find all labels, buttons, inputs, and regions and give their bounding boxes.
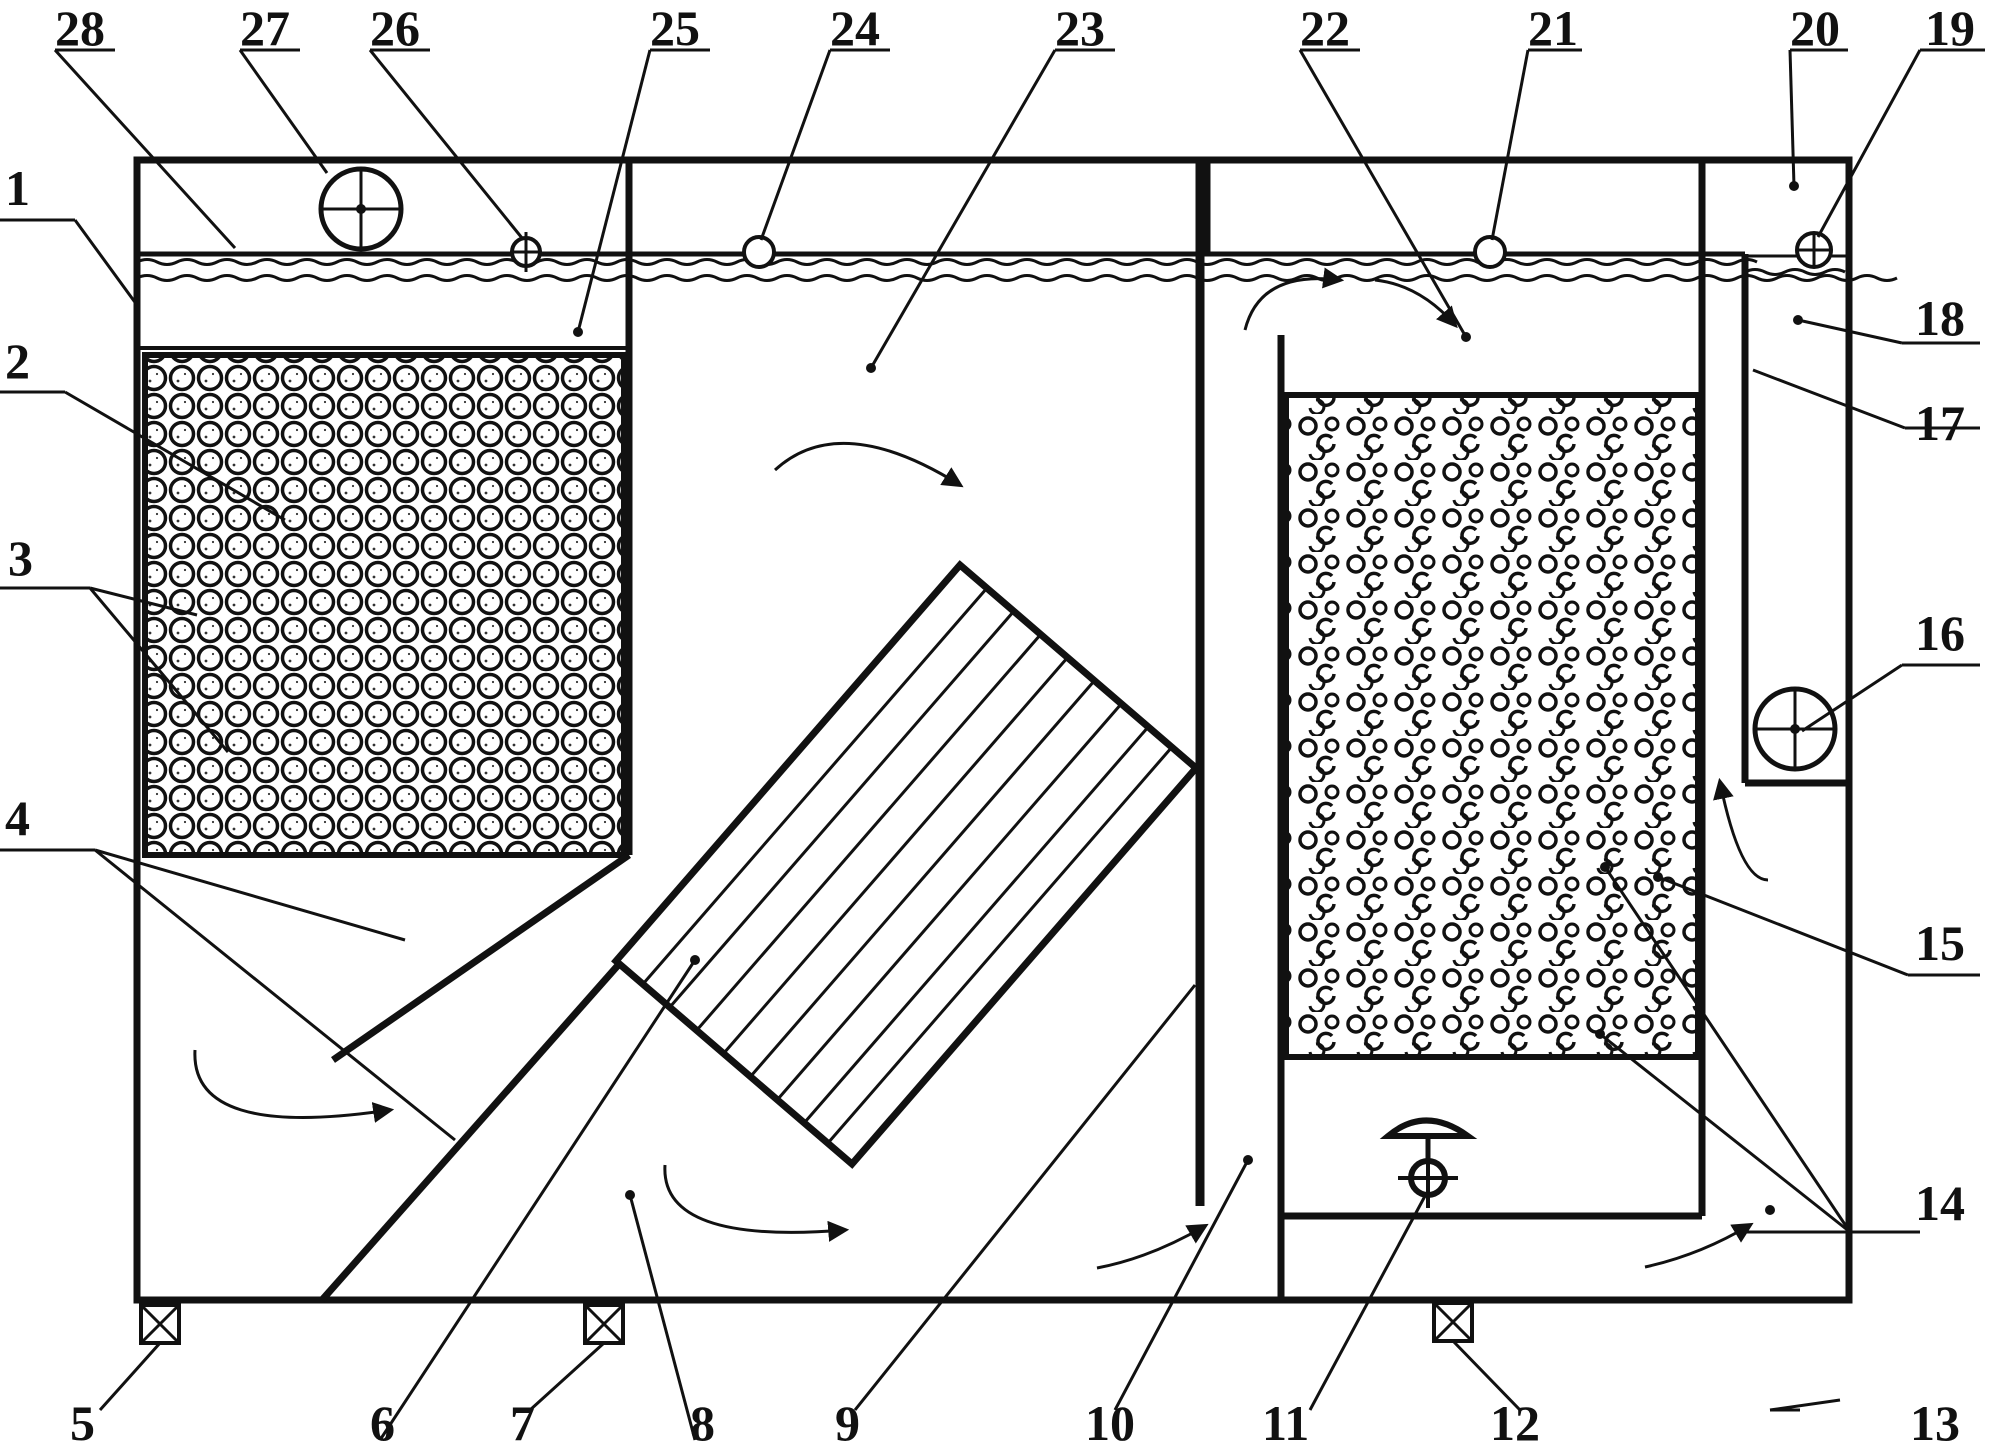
callout-label: 11 <box>1262 1395 1309 1451</box>
flow-arrows <box>193 267 1769 1270</box>
valve-19 <box>1795 231 1833 269</box>
callout-label: 27 <box>240 0 290 56</box>
lower-baffle <box>319 960 623 1303</box>
honeycomb-filter-module <box>142 352 627 858</box>
callout-label: 13 <box>1910 1395 1960 1451</box>
valve-21 <box>1473 235 1507 269</box>
callout-label: 14 <box>1915 1175 1965 1231</box>
callout-label: 9 <box>835 1395 860 1451</box>
callout-label: 7 <box>510 1395 535 1451</box>
pump-27 <box>318 166 404 252</box>
callout-label: 4 <box>5 790 30 846</box>
inclined-plate-pack <box>611 560 1201 1169</box>
drain-valve-5 <box>139 1303 181 1345</box>
callout-label: 18 <box>1915 290 1965 346</box>
callout-label: 12 <box>1490 1395 1540 1451</box>
callout-label: 22 <box>1300 0 1350 56</box>
callout-label: 15 <box>1915 915 1965 971</box>
callout-label: 5 <box>70 1395 95 1451</box>
callout-label: 25 <box>650 0 700 56</box>
ring-media-bed <box>1283 392 1701 1060</box>
drain-valve-7 <box>583 1303 625 1345</box>
callout-label: 21 <box>1528 0 1578 56</box>
callout-labels: 1 2 3 4 5 6 7 8 9 10 11 12 13 14 15 16 1… <box>5 0 1975 1451</box>
callout-label: 3 <box>8 530 33 586</box>
upper-baffle <box>331 852 631 1063</box>
valve-24 <box>742 235 776 269</box>
callout-label: 17 <box>1915 395 1965 451</box>
callout-label: 6 <box>370 1395 395 1451</box>
callout-label: 20 <box>1790 0 1840 56</box>
callout-label: 24 <box>830 0 880 56</box>
leader-lines <box>0 48 1985 1441</box>
drain-valve-12 <box>1432 1301 1474 1343</box>
callout-label: 23 <box>1055 0 1105 56</box>
callout-label: 16 <box>1915 605 1965 661</box>
callout-label: 10 <box>1085 1395 1135 1451</box>
callout-label: 2 <box>5 333 30 389</box>
callout-label: 8 <box>690 1395 715 1451</box>
reference-dots <box>573 181 1803 1215</box>
callout-label: 1 <box>5 160 30 216</box>
aerator <box>1379 1117 1478 1208</box>
outlet-channel <box>1741 254 1849 787</box>
pump-16 <box>1752 686 1838 772</box>
callout-label: 26 <box>370 0 420 56</box>
callout-label: 28 <box>55 0 105 56</box>
callout-label: 19 <box>1925 0 1975 56</box>
water-surface <box>136 251 1898 282</box>
valve-26 <box>510 232 542 272</box>
